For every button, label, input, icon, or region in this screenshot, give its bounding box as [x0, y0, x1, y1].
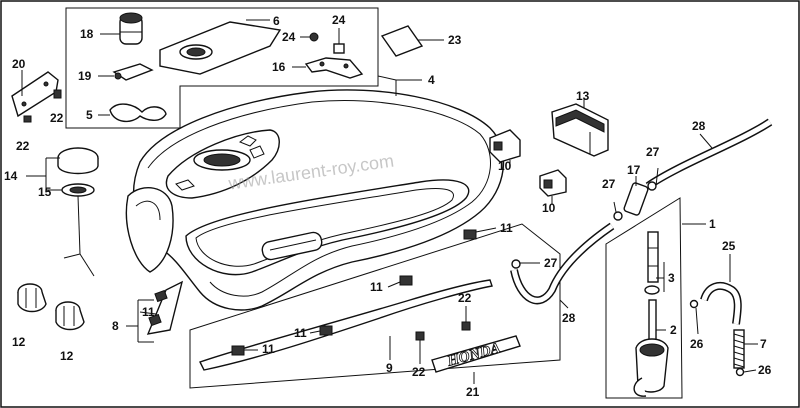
screw-22c [461, 321, 471, 331]
elbow-hose-25 [700, 281, 742, 325]
fuel-hose-28b [510, 222, 615, 305]
callout-22a: 22 [50, 111, 64, 125]
callout-18: 18 [80, 27, 94, 41]
clip-11b [319, 325, 333, 336]
callout-2: 2 [670, 323, 677, 337]
callout-14: 14 [4, 169, 18, 183]
trim-8 [146, 280, 184, 335]
screw-22 [53, 89, 62, 99]
bracket-16 [304, 57, 364, 79]
callout-8: 8 [112, 319, 119, 333]
callout-1: 1 [709, 217, 716, 231]
hose-clip-26a [689, 299, 699, 309]
trim-bar-9 [199, 279, 493, 371]
callout-15: 15 [38, 185, 52, 199]
cover-plate-6 [159, 21, 282, 75]
callout-11c: 11 [294, 326, 307, 340]
hose-clip-27b [613, 211, 623, 221]
callout-10a: 10 [498, 159, 512, 173]
callout-9: 9 [386, 361, 393, 375]
callout-13: 13 [576, 89, 590, 103]
callout-20: 20 [12, 57, 26, 71]
fuel-tank [125, 89, 505, 311]
group-outline-1 [605, 197, 683, 399]
callout-27a: 27 [646, 145, 660, 159]
hose-clip-26b [735, 367, 745, 377]
callout-22b: 22 [16, 139, 30, 153]
nut-24 [309, 32, 345, 54]
callout-12a: 12 [12, 335, 26, 349]
callout-27b: 27 [602, 177, 616, 191]
callout-11e: 11 [142, 305, 155, 319]
callout-22c: 22 [458, 291, 472, 305]
rubber-block-10 [489, 129, 521, 163]
cap-plug-18 [119, 12, 143, 45]
cushion-12b [55, 301, 85, 331]
callout-5: 5 [86, 108, 93, 122]
callout-23: 23 [448, 33, 462, 47]
callout-3: 3 [668, 271, 675, 285]
callout-17: 17 [627, 163, 641, 177]
spring-7 [733, 329, 745, 369]
callout-28a: 28 [692, 119, 706, 133]
group-outline-4 [65, 7, 379, 129]
callout-19: 19 [78, 69, 92, 83]
screw-22b [23, 115, 32, 123]
callout-6: 6 [273, 14, 280, 28]
callout-11a: 11 [500, 221, 513, 235]
callout-27c: 27 [544, 256, 558, 270]
callout-26b: 26 [758, 363, 772, 377]
group-outline-9 [189, 223, 561, 389]
callout-24a: 24 [332, 13, 346, 27]
hinge-bracket-20 [11, 71, 59, 118]
clip-19 [112, 63, 154, 81]
callout-22d: 22 [412, 365, 426, 379]
clip-11d [463, 229, 477, 240]
cushion-12 [17, 283, 47, 313]
clip-11a [231, 345, 245, 356]
callout-26a: 26 [690, 337, 704, 351]
emblem-text: HONDA [445, 340, 502, 370]
link-5 [109, 103, 167, 123]
clip-11c [399, 275, 413, 286]
callout-labels: 1 2 3 4 5 6 7 8 9 10 10 11 11 11 11 11 1… [4, 13, 772, 399]
hose-clip-27a [647, 181, 657, 191]
callout-11b: 11 [370, 280, 383, 294]
callout-12b: 12 [60, 349, 74, 363]
callout-11d: 11 [262, 342, 275, 356]
callout-10b: 10 [542, 201, 556, 215]
fuel-hose-28 [645, 118, 773, 190]
damper-13 [551, 103, 609, 157]
callout-28b: 28 [562, 311, 576, 325]
callout-16: 16 [272, 60, 286, 74]
gasket-23 [380, 25, 424, 57]
callout-7: 7 [760, 337, 767, 351]
fuel-valve-2 [633, 231, 669, 397]
callout-21: 21 [466, 385, 480, 399]
rubber-block-10b [539, 169, 567, 197]
callout-25: 25 [722, 239, 736, 253]
fuel-filter-17 [623, 182, 649, 216]
callout-4: 4 [428, 73, 435, 87]
callout-24b: 24 [282, 30, 296, 44]
fuel-cap-14 [57, 147, 99, 277]
hose-clip-27c [511, 259, 521, 269]
screw-22d [415, 331, 425, 341]
